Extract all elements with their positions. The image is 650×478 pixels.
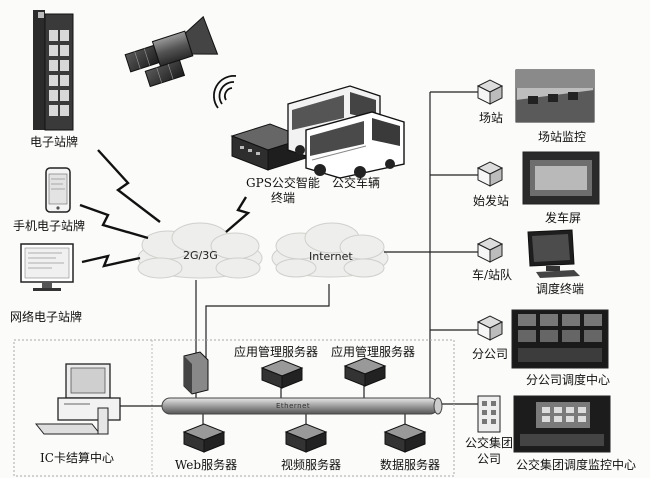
app-server-1-icon (260, 359, 304, 389)
web-server-label: Web服务器 (174, 458, 238, 472)
web-stop-sign-label: 网络电子站牌 (9, 310, 83, 324)
cloud-2g3g-label: 2G/3G (183, 249, 218, 262)
bus-front-icon (305, 111, 405, 179)
wireless-link-web (81, 254, 141, 268)
depot-node-icon (476, 237, 504, 263)
group-company-label-line2: 公司 (476, 452, 502, 466)
gps-terminal-label-line1: GPS公交智能 (246, 176, 320, 190)
mobile-stop-sign-label: 手机电子站牌 (12, 219, 86, 233)
server-room-frame (13, 339, 455, 477)
yard-node-icon (476, 79, 504, 105)
cloud-2g3g-shape (137, 222, 263, 279)
internet-to-router-line (205, 300, 330, 376)
branch-label: 分公司 (471, 347, 509, 361)
wireless-link-gps (225, 196, 251, 233)
electronic-stop-sign-icon (33, 10, 74, 131)
yard-monitor-photo (515, 69, 595, 123)
branch-node-icon (476, 315, 504, 341)
group-dispatch-label: 公交集团调度监控中心 (515, 458, 637, 472)
video-server-icon (284, 423, 328, 453)
yard-label: 场站 (478, 111, 504, 125)
web-server-icon (182, 423, 226, 453)
ic-card-center-label: IC卡结算中心 (40, 451, 114, 465)
mobile-phone-icon (45, 167, 71, 213)
wireless-link-mobile (79, 203, 149, 240)
satellite-icon (124, 15, 219, 88)
app-server-2-label: 应用管理服务器 (330, 345, 416, 359)
group-company-building-icon (477, 395, 501, 433)
branch-dispatch-label: 分公司调度中心 (525, 373, 611, 387)
ethernet-bus (161, 397, 443, 415)
gps-terminal-label-line2: 终端 (270, 191, 296, 205)
radio-waves-icon (213, 75, 237, 109)
data-server-icon (383, 423, 427, 453)
dispatch-terminal-icon (527, 229, 580, 278)
app-server-1-label: 应用管理服务器 (233, 345, 319, 359)
data-server-label: 数据服务器 (379, 458, 441, 472)
router-icon (183, 351, 209, 395)
ic-card-workstation-icon (34, 363, 121, 435)
wireless-link-stop-sign (97, 149, 161, 223)
group-dispatch-center-photo (513, 395, 611, 453)
branch-dispatch-center-photo (511, 309, 609, 369)
origin-station-node-icon (476, 161, 504, 187)
electronic-stop-sign-label: 电子站牌 (29, 135, 79, 149)
yard-monitor-label: 场站监控 (537, 130, 587, 144)
ethernet-label: Ethernet (276, 402, 311, 410)
depot-label: 车/站队 (471, 268, 513, 282)
app-server-2-icon (343, 357, 387, 387)
departure-screen-label: 发车屏 (544, 211, 582, 225)
cloud-internet-shape (271, 222, 389, 278)
dispatch-terminal-label: 调度终端 (535, 282, 585, 296)
video-server-label: 视频服务器 (280, 458, 342, 472)
origin-station-label: 始发站 (472, 194, 510, 208)
cloud-internet-label: Internet (309, 250, 353, 263)
bus-label: 公交车辆 (331, 176, 381, 190)
departure-screen-photo (522, 151, 600, 205)
group-company-label-line1: 公交集团 (464, 436, 514, 450)
web-stop-sign-monitor-icon (20, 243, 74, 291)
